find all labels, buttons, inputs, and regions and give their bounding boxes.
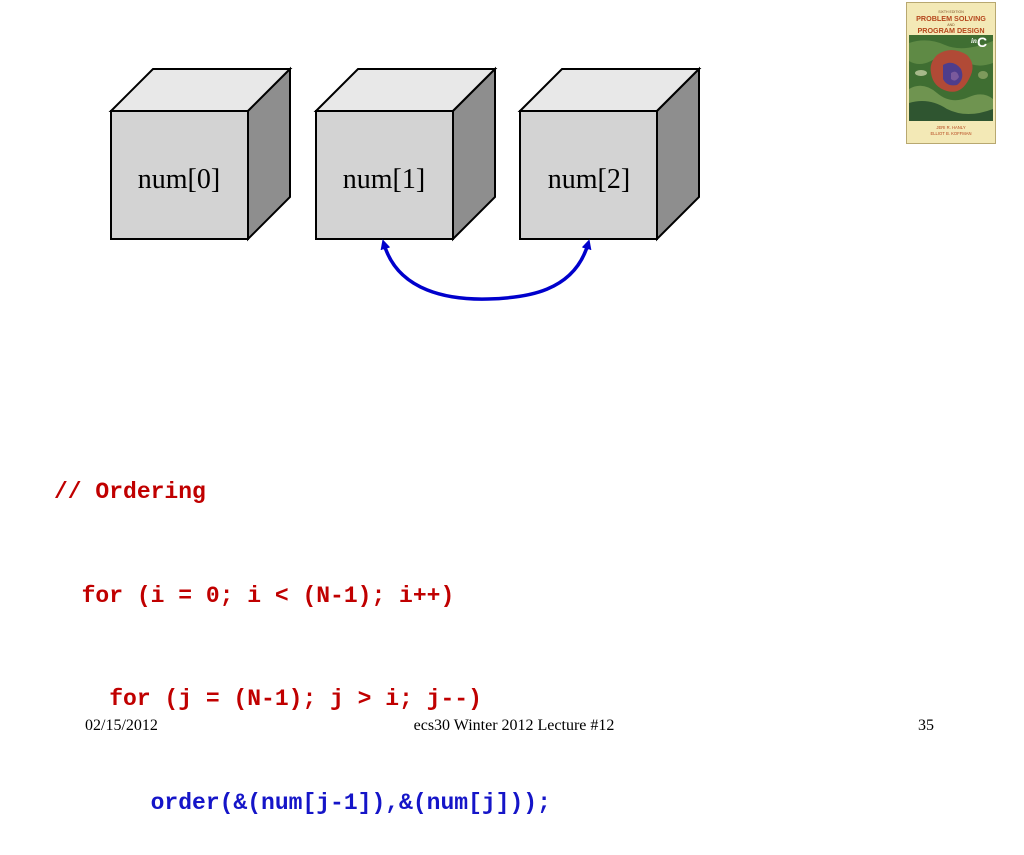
array-box-label: num[1] [343, 164, 425, 195]
swap-arrow [380, 239, 592, 301]
array-box-label: num[0] [138, 164, 220, 195]
svg-text:SIXTH EDITION: SIXTH EDITION [938, 10, 964, 14]
code-inner-loop-line: for (j = (N-1); j > i; j--) [54, 686, 482, 712]
array-box-1: num[1] [313, 66, 498, 242]
textbook-cover-image: SIXTH EDITION PROBLEM SOLVING AND PROGRA… [906, 2, 996, 144]
code-order-call-line: order(&(num[j-1]),&(num[j])); [54, 789, 551, 816]
array-diagram: num[0] num[1] num[2] [108, 66, 702, 301]
footer-title: ecs30 Winter 2012 Lecture #12 [413, 717, 615, 734]
book-title-line2: PROGRAM DESIGN [917, 26, 984, 35]
book-author2: ELLIOT B. KOFFMAN [930, 131, 971, 136]
book-title-and: AND [947, 23, 955, 27]
book-title-c: C [977, 34, 987, 50]
array-box-label: num[2] [548, 164, 630, 195]
array-box-2: num[2] [517, 66, 702, 242]
footer-page-number: 35 [918, 717, 934, 734]
book-author1: JERI R. HANLY [936, 125, 965, 130]
array-box-0: num[0] [108, 66, 293, 242]
book-title-in: in [971, 37, 977, 45]
footer-date: 02/15/2012 [85, 717, 158, 734]
book-title-line1: PROBLEM SOLVING [916, 14, 986, 23]
code-outer-loop-line: for (i = 0; i < (N-1); i++) [54, 582, 455, 609]
code-block: // Ordering for (i = 0; i < (N-1); i++) … [54, 406, 551, 855]
code-comment-line: // Ordering [54, 479, 206, 505]
